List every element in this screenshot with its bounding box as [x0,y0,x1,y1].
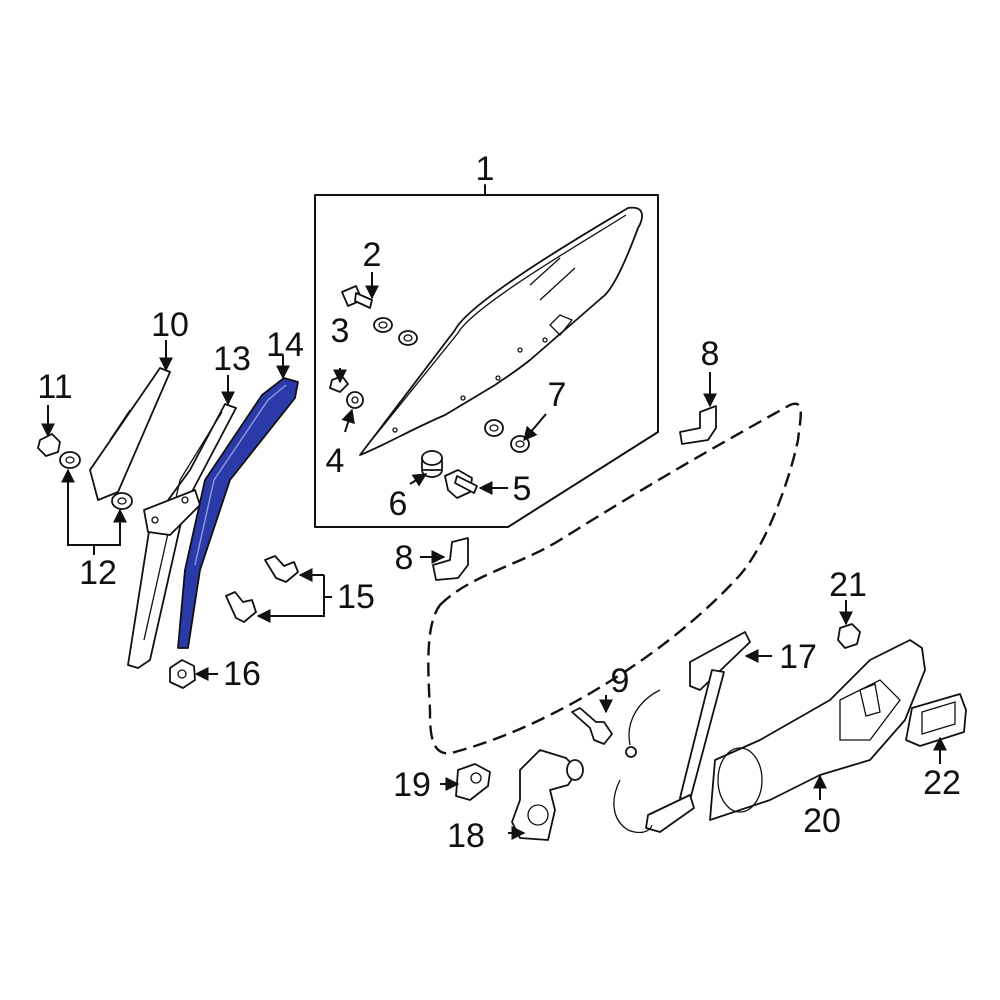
glass-group-box [314,184,659,528]
callout-10: 10 [151,306,189,344]
callout-8-upper: 8 [701,335,720,373]
callout-8-lower: 8 [395,539,414,577]
callout-11: 11 [37,368,72,406]
callout-13: 13 [213,340,251,378]
callout-15: 15 [337,578,375,616]
callout-5: 5 [513,470,532,508]
bolt-9 [571,707,613,745]
callout-16: 16 [223,655,261,693]
door-glass [359,206,643,456]
washers-2 [373,317,418,346]
bolt-5 [444,469,478,499]
regulator-motor-18 [511,749,584,841]
run-channel-14-highlighted [177,377,299,649]
washers-7 [484,419,530,453]
callout-3: 3 [331,312,350,350]
bracket-8-lower [432,537,469,581]
clip-4 [346,391,364,409]
spacer-6 [421,450,443,478]
clip-21 [837,623,861,649]
callout-17: 17 [779,638,817,676]
callout-18: 18 [447,817,485,855]
callout-7: 7 [548,376,567,414]
callout-22: 22 [923,764,961,802]
washers-12 [59,451,133,510]
callout-14: 14 [266,326,304,364]
nut-16 [169,659,196,689]
callout-2: 2 [363,236,382,274]
callout-9: 9 [611,662,630,700]
callout-labels: 1 2 3 4 5 6 7 8 8 9 10 11 12 13 14 15 16… [37,150,961,855]
callout-6: 6 [389,485,408,523]
callout-1: 1 [476,150,495,188]
trim-piece-22 [905,693,967,747]
bracket-8-upper [679,405,717,445]
callout-4: 4 [326,442,345,480]
bolt-2 [341,285,373,309]
nut-11 [37,433,61,457]
callout-21: 21 [829,566,867,604]
door-carrier-20 [709,639,926,821]
leader-lines [41,272,947,840]
bracket-19 [455,763,491,801]
callout-19: 19 [393,766,431,804]
division-channel-13 [127,403,237,669]
quarter-glass-10 [89,367,171,501]
bolts-15 [225,555,299,623]
door-outline [427,402,802,755]
callout-20: 20 [803,802,841,840]
callout-12: 12 [79,554,117,592]
window-regulator-17 [613,631,751,834]
